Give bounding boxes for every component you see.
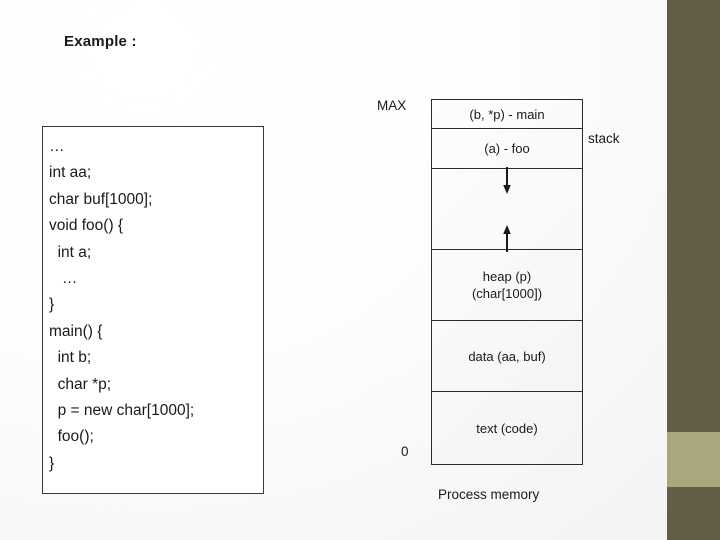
decorative-edge-bar-light [667, 432, 720, 487]
code-line: char *p; [49, 375, 112, 393]
code-line: foo(); [49, 428, 94, 446]
code-line: … [49, 270, 78, 288]
memory-bottom-label: 0 [401, 444, 409, 459]
code-line: void foo() { [49, 217, 124, 235]
code-line: int b; [49, 349, 92, 367]
stack-region-label: stack [588, 131, 620, 146]
code-line: p = new char[1000]; [49, 402, 195, 420]
code-line: main() { [49, 322, 103, 340]
segment-divider [432, 128, 582, 129]
page-title: Example : [64, 33, 137, 50]
memory-segment-main-frame: (b, *p) - main [469, 106, 545, 122]
process-memory-diagram: (b, *p) - main (a) - foo heap (p) (char[… [431, 99, 583, 465]
memory-top-label: MAX [377, 98, 407, 113]
heap-grows-up-arrow [502, 225, 512, 252]
diagram-caption: Process memory [438, 487, 540, 502]
code-line: … [49, 138, 65, 155]
code-line: } [49, 454, 55, 472]
code-line: int a; [49, 243, 92, 261]
code-line: char buf[1000]; [49, 190, 153, 208]
memory-segment-data: data (aa, buf) [468, 348, 546, 364]
code-listing-box: … int aa; char buf[1000]; void foo() { i… [42, 126, 264, 494]
memory-segment-heap: heap (p) (char[1000]) [471, 269, 543, 301]
memory-segment-foo-frame: (a) - foo [484, 141, 530, 156]
code-line: int aa; [49, 164, 92, 182]
stack-grows-down-arrow [502, 167, 512, 194]
memory-segment-text: text (code) [476, 420, 538, 436]
segment-divider [432, 320, 582, 321]
segment-divider [432, 391, 582, 392]
code-line: } [49, 296, 55, 314]
